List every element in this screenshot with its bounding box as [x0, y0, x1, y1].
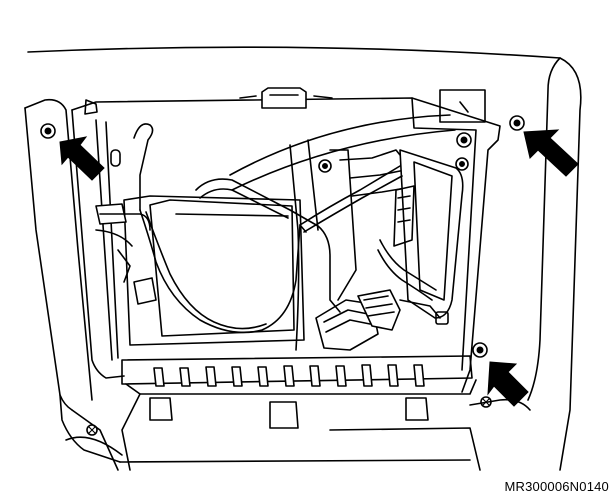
screw-lower-right-panel [480, 396, 492, 408]
screw-inner-right [455, 157, 469, 171]
screw-lower-left-panel [86, 424, 98, 436]
part-code-label: MR300006N0140 [504, 479, 609, 494]
dashboard-housing [24, 46, 582, 471]
internal-components [95, 114, 464, 351]
arrow-bottom-right-icon [487, 361, 529, 407]
callout-arrows [59, 129, 579, 407]
glovebox-frame [71, 87, 501, 393]
trim-slots [153, 364, 425, 387]
mounting-screws [40, 115, 525, 436]
arrow-top-left-icon [59, 136, 105, 181]
arrow-top-right-icon [523, 129, 579, 177]
wiring-harness [95, 123, 437, 334]
screw-bottom-right [472, 342, 488, 358]
lower-trim-strip [121, 355, 481, 471]
screw-mid-frame [456, 132, 472, 148]
screw-inner-left [318, 159, 332, 173]
screw-top-right [509, 115, 525, 131]
screw-top-left [40, 123, 56, 139]
